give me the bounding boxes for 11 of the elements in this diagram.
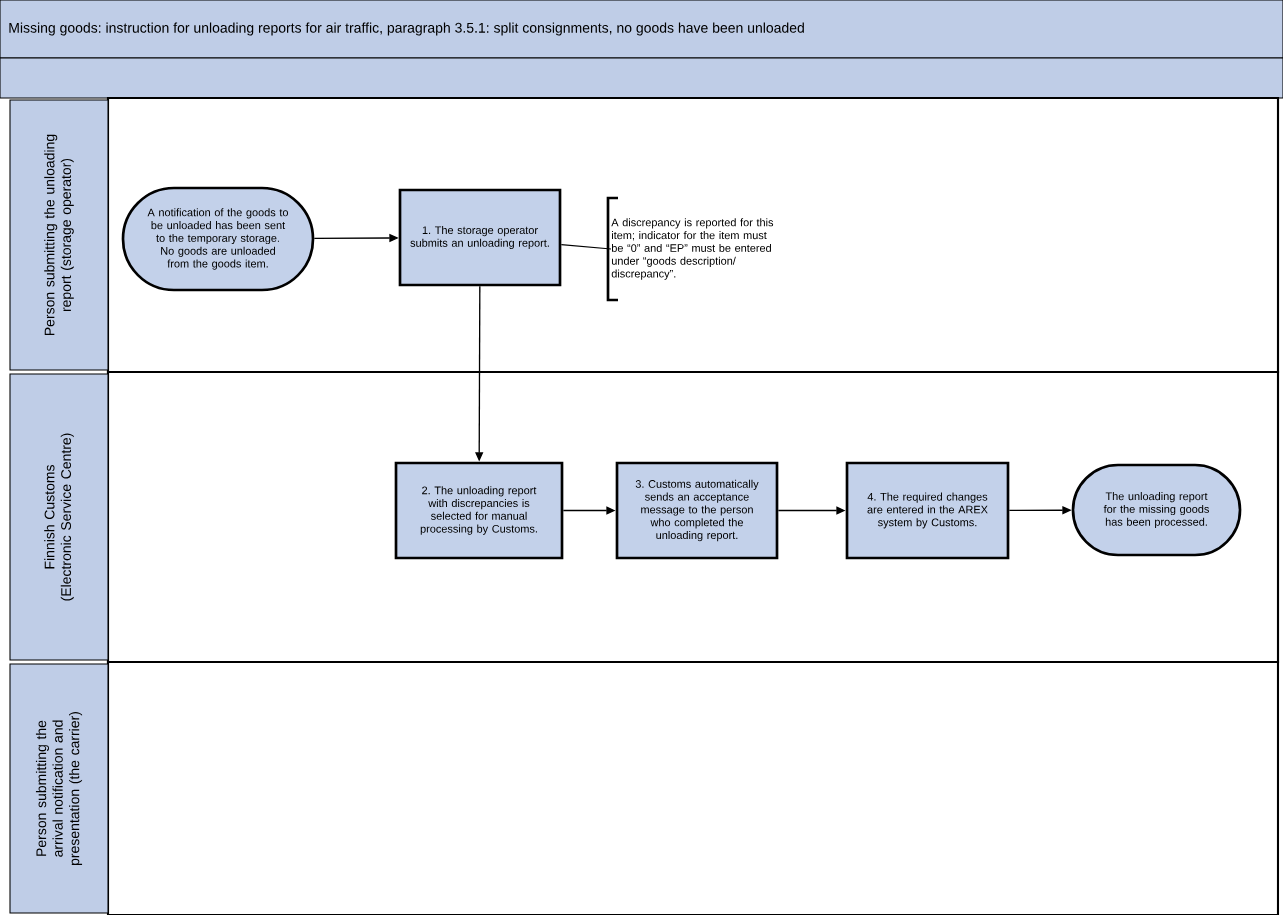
title-band: Missing goods: instruction for unloading reports for air traffic, paragraph 3.5.1: split consignments, no goods have been unloaded	[0, 0, 1283, 59]
annotation-note: A discrepancy is reported for this item; indicator for the item must be “0” and “EP” must be entered under “goods description/ discrepancy”.	[606, 196, 774, 302]
process-box: 4. The required changes are entered in the AREX system by Customs.	[845, 461, 1010, 560]
node-label: Person submitting the arrival notification and presentation (the carrier)	[35, 712, 83, 866]
node-label: Person submitting the unloading report (storage operator)	[44, 134, 74, 336]
process-box: 2. The unloading report with discrepancies is selected for manual processing by Customs.	[394, 461, 564, 560]
connector-line	[560, 244, 612, 250]
node-label: Finnish Customs (Electronic Service Centre)	[44, 433, 74, 601]
swimlane: Person submitting the arrival notification and presentation (the carrier)	[9, 660, 1280, 915]
process-box: 1. The storage operator submits an unloading report.	[398, 188, 562, 287]
process-box: 3. Customs automatically sends an acceptance message to the person who completed the unloading report.	[615, 461, 779, 560]
